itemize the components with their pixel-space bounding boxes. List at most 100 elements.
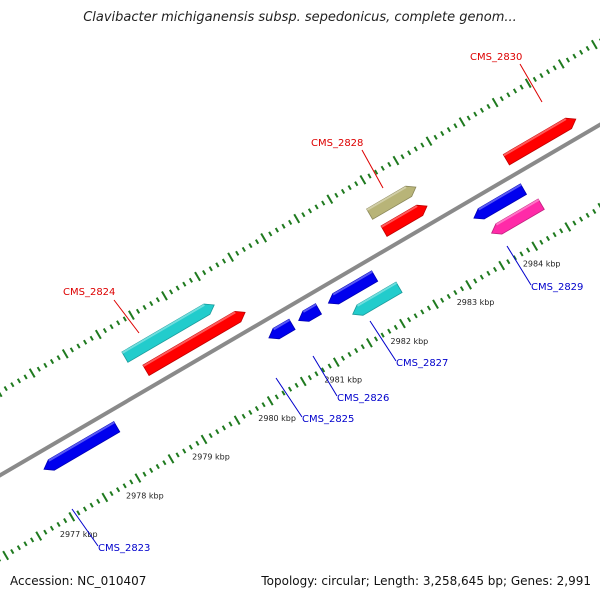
scale-dot	[413, 313, 418, 319]
scale-dot	[340, 355, 346, 361]
scale-dot	[3, 385, 8, 392]
tick-label: 2979 kbp	[192, 453, 230, 462]
gene-arrow-cms-2828[interactable]	[366, 185, 417, 220]
scale-dot	[16, 545, 21, 551]
scale-dot	[188, 444, 193, 450]
scale-dot	[149, 300, 154, 307]
gene-arrow-cms-2828[interactable]	[380, 204, 428, 237]
gene-label-cms-2830[interactable]: CMS_2830	[470, 52, 522, 63]
scale-tick	[299, 376, 307, 387]
scale-dot	[248, 409, 253, 415]
scale-dot	[116, 320, 121, 326]
gene-arrow-cms-2826[interactable]	[298, 303, 323, 322]
leader-line	[275, 377, 303, 418]
scale-dot	[307, 375, 312, 381]
genome-backbone	[0, 122, 600, 478]
scale-dot	[215, 429, 220, 435]
scale-tick	[332, 357, 340, 367]
gene-arrow-cms-2827[interactable]	[327, 270, 379, 305]
scale-tick	[465, 280, 472, 290]
scale-tick	[359, 175, 367, 185]
tick-label: 2983 kbp	[457, 298, 495, 307]
scale-dot	[407, 150, 412, 156]
gene-arrow-cms-2829[interactable]	[473, 183, 528, 220]
scale-tick	[399, 318, 406, 329]
scale-dot	[347, 351, 352, 358]
scale-tick	[233, 415, 241, 425]
gene-label-cms-2828[interactable]: CMS_2828	[311, 138, 363, 149]
scale-tick	[392, 155, 400, 166]
scale-dot	[23, 374, 28, 380]
scale-dot	[360, 344, 365, 350]
scale-dot	[340, 188, 346, 195]
gene-arrow-cms-2824[interactable]	[142, 310, 246, 377]
scale-dot	[420, 142, 425, 148]
scale-dot	[420, 309, 425, 315]
map-title: Clavibacter michiganensis subsp. sepedon…	[83, 10, 517, 25]
scale-dot	[486, 103, 491, 110]
gene-label-cms-2824[interactable]: CMS_2824	[63, 287, 115, 298]
scale-dot	[281, 223, 286, 229]
scale-dot	[169, 289, 174, 295]
scale-dot	[387, 328, 392, 334]
gene-label-cms-2825[interactable]: CMS_2825	[302, 414, 354, 425]
scale-tick	[101, 492, 109, 503]
scale-dot	[43, 362, 48, 368]
accession-text: Accession: NC_010407	[10, 574, 147, 588]
scale-dot	[129, 479, 134, 485]
gene-label-cms-2823[interactable]: CMS_2823	[98, 543, 150, 554]
scale-tick	[491, 97, 499, 108]
scale-dot	[83, 339, 88, 345]
scale-dot	[585, 212, 590, 218]
scale-dot	[202, 270, 207, 276]
scale-tick	[2, 550, 10, 561]
gene-features[interactable]	[43, 117, 577, 471]
scale-dot	[235, 250, 240, 256]
gene-label-cms-2826[interactable]: CMS_2826	[337, 393, 389, 404]
scale-dot	[274, 227, 279, 233]
scale-tick	[597, 202, 600, 209]
scale-dot	[162, 460, 167, 466]
scale-dot	[109, 490, 114, 497]
gene-arrow-cms-2825[interactable]	[268, 318, 296, 340]
scale-dot	[426, 305, 431, 311]
gene-label-cms-2827[interactable]: CMS_2827	[396, 358, 448, 369]
gene-arrow-cms-2830[interactable]	[502, 117, 577, 166]
scale-dot	[367, 173, 372, 179]
scale-dot	[155, 463, 160, 470]
scale-dot	[380, 332, 385, 338]
gene-arrow-cms-2827[interactable]	[352, 281, 403, 316]
scale-tick	[524, 78, 532, 89]
scale-dot	[486, 270, 491, 276]
gene-arrow-cms-2829[interactable]	[491, 198, 545, 235]
scale-dot	[307, 208, 313, 214]
scale-dot	[175, 285, 180, 291]
scale-dot	[49, 358, 55, 365]
scale-dot	[56, 521, 61, 528]
gene-label-cms-2829[interactable]: CMS_2829	[531, 282, 583, 293]
scale-dot	[354, 347, 359, 354]
scale-dot	[149, 467, 154, 473]
scale-dot	[473, 278, 478, 284]
scale-dot	[268, 231, 273, 237]
scale-dot	[579, 49, 584, 55]
scale-tick	[68, 511, 76, 522]
scale-tick	[128, 310, 135, 320]
scale-dot	[76, 343, 81, 349]
scale-dot	[56, 355, 61, 361]
leader-line	[361, 149, 384, 189]
scale-tick	[194, 271, 201, 282]
scale-tick	[564, 222, 572, 232]
scale-dot	[208, 433, 213, 439]
scale-dot	[294, 382, 299, 388]
scale-dot	[182, 281, 187, 287]
scale-dot	[182, 448, 187, 454]
gene-arrow-cms-2823[interactable]	[43, 421, 121, 471]
gene-arrow-cms-2824[interactable]	[121, 303, 215, 363]
scale-dot	[288, 219, 293, 225]
scale-tick	[590, 39, 598, 50]
scale-dot	[440, 297, 445, 303]
tick-label: 2981 kbp	[324, 375, 362, 384]
